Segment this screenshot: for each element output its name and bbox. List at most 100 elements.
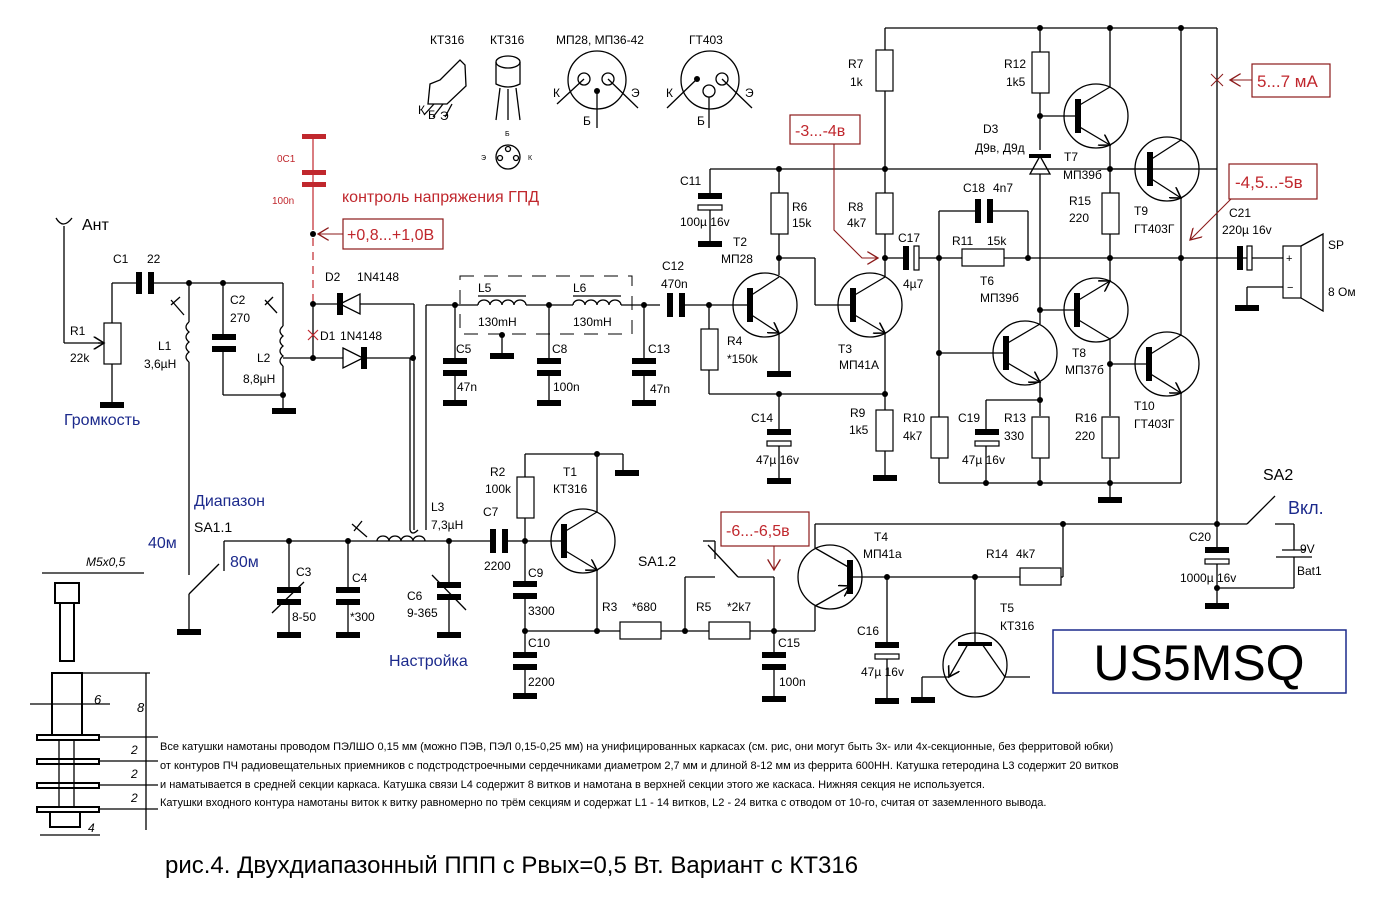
- svg-text:270: 270: [230, 311, 250, 325]
- svg-text:C6: C6: [407, 589, 423, 603]
- c17-capacitor: C17 4µ7: [885, 231, 1250, 291]
- svg-text:R9: R9: [850, 406, 866, 420]
- ground-icon: [615, 470, 639, 476]
- antenna-label: Ант: [82, 217, 110, 234]
- diodes-d1-d2: D2 1N4148 D1 1N4148: [307, 270, 416, 530]
- pinout-label: ГТ403: [689, 33, 723, 47]
- c1-capacitor: C1 22: [112, 252, 283, 294]
- transistor-t7: T7 МП39б: [1040, 25, 1129, 193]
- svg-text:R8: R8: [848, 200, 864, 214]
- svg-text:220: 220: [1075, 429, 1095, 443]
- transistor-t8: T8 МП37б: [1040, 277, 1129, 416]
- svg-text:47µ 16v: 47µ 16v: [962, 453, 1005, 467]
- r11-c18-feedback: C18 4n7 R11 15k: [936, 181, 1031, 483]
- svg-text:R15: R15: [1069, 194, 1091, 208]
- svg-text:6: 6: [94, 692, 102, 707]
- c2-capacitor: C2 270: [212, 280, 283, 396]
- lowpass-filter: L5 130mH L6 130mH C5 47n C8 100n C13 47n: [425, 275, 670, 530]
- ground-icon: [443, 400, 467, 406]
- svg-text:R5: R5: [696, 600, 712, 614]
- midpoint-voltage-badge: [1228, 163, 1318, 200]
- svg-text:*2k7: *2k7: [727, 600, 751, 614]
- d3-diode: D3 Д9в, Д9д: [975, 122, 1052, 310]
- svg-text:15k: 15k: [792, 216, 812, 230]
- oc1-label: 0C1: [277, 154, 296, 165]
- svg-text:2: 2: [130, 743, 138, 757]
- ground-icon: [767, 478, 791, 484]
- svg-text:К: К: [553, 86, 560, 100]
- svg-text:C7: C7: [483, 505, 499, 519]
- diode-icon: [1028, 154, 1052, 175]
- svg-text:Б: Б: [505, 131, 510, 138]
- svg-text:2200: 2200: [528, 675, 555, 689]
- transistor-t9: T9 ГТ403Г: [1110, 25, 1200, 335]
- svg-text:3300: 3300: [528, 604, 555, 618]
- ground-icon: [177, 629, 201, 635]
- svg-text:4k7: 4k7: [1016, 547, 1036, 561]
- pinout-label: КТ316: [430, 33, 465, 47]
- svg-text:C16: C16: [857, 624, 879, 638]
- svg-text:T8: T8: [1072, 346, 1086, 360]
- svg-text:22: 22: [147, 252, 161, 266]
- r15-resistor: R15 220: [1069, 192, 1120, 281]
- svg-text:D2: D2: [325, 270, 341, 284]
- sa2-switch[interactable]: [1246, 495, 1276, 525]
- svg-text:470n: 470n: [661, 277, 688, 291]
- svg-text:4n7: 4n7: [993, 181, 1013, 195]
- ground-icon: [277, 632, 301, 638]
- c3-c4-trimmers: C3 8-50 C4 *300: [271, 538, 375, 638]
- svg-text:Э: Э: [481, 155, 486, 162]
- note-line: Все катушки намотаны проводом ПЭЛШО 0,15…: [160, 741, 1113, 753]
- svg-text:4k7: 4k7: [903, 429, 923, 443]
- transistor-t10: T10 ГТ403Г: [1110, 331, 1200, 483]
- volume-label: Громкость: [64, 412, 140, 429]
- svg-text:5...7 мА: 5...7 мА: [1257, 72, 1318, 91]
- svg-text:130mH: 130mH: [573, 315, 612, 329]
- tuning-label: Настройка: [389, 653, 468, 670]
- svg-text:1k5: 1k5: [1006, 75, 1026, 89]
- sa1-1-switch[interactable]: [188, 563, 220, 595]
- power-section: SA2 Вкл. 9V Bat1 C20 1000µ 16v: [815, 467, 1324, 609]
- speaker-icon: [1282, 245, 1302, 299]
- t3-voltage-annotation: -3...-4в: [789, 114, 878, 258]
- svg-text:4µ7: 4µ7: [903, 277, 924, 291]
- svg-text:220µ 16v: 220µ 16v: [1222, 223, 1272, 237]
- svg-text:L6: L6: [573, 281, 587, 295]
- svg-text:2: 2: [130, 791, 138, 805]
- ground-icon: [873, 475, 897, 481]
- svg-text:T4: T4: [874, 530, 888, 544]
- svg-text:C19: C19: [958, 411, 980, 425]
- svg-text:ГТ403Г: ГТ403Г: [1134, 417, 1175, 431]
- svg-text:C13: C13: [648, 342, 670, 356]
- svg-text:МП39б: МП39б: [1063, 168, 1102, 182]
- ground-icon: [767, 371, 791, 377]
- svg-text:4k7: 4k7: [847, 216, 867, 230]
- svg-text:КТ316: КТ316: [1000, 619, 1035, 633]
- svg-text:330: 330: [1004, 429, 1024, 443]
- diode-icon: [342, 346, 365, 370]
- gpd-voltage-badge: [342, 218, 444, 250]
- svg-text:100n: 100n: [553, 380, 580, 394]
- inductor-icon: [185, 321, 191, 363]
- svg-text:4: 4: [88, 821, 95, 835]
- svg-text:T1: T1: [563, 465, 577, 479]
- t3-voltage-badge: [789, 114, 861, 145]
- svg-text:8-50: 8-50: [292, 610, 316, 624]
- band-80-label: 80м: [230, 554, 259, 571]
- svg-text:100n: 100n: [272, 196, 294, 207]
- sa1-2-switch[interactable]: [707, 544, 739, 578]
- tuning-knob-arrow[interactable]: [431, 574, 467, 611]
- svg-text:R4: R4: [727, 334, 743, 348]
- ground-icon: [875, 698, 899, 704]
- output-bias-network: R10 4k7 C19 47µ 16v R13 330 R16 220: [903, 399, 1181, 503]
- svg-text:Д9в, Д9д: Д9в, Д9д: [975, 141, 1025, 155]
- svg-text:L2: L2: [257, 351, 271, 365]
- svg-text:C15: C15: [778, 636, 800, 650]
- pinout-label: КТ316: [490, 33, 525, 47]
- midpoint-voltage-annotation: -4,5...-5в: [1190, 163, 1318, 240]
- svg-text:КТ316: КТ316: [553, 482, 588, 496]
- ground-icon: [1235, 305, 1259, 311]
- ground-icon: [762, 696, 786, 702]
- svg-text:C1: C1: [113, 252, 129, 266]
